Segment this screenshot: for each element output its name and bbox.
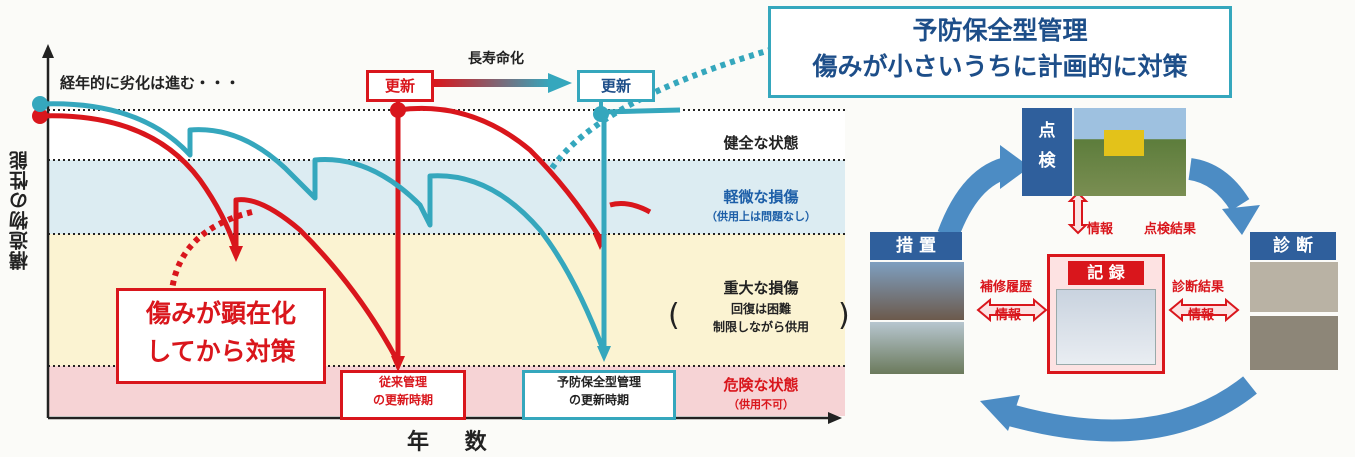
callout-line1: 予防保全型管理 — [912, 16, 1088, 45]
conventional-start — [32, 108, 48, 124]
repair-history-label: 補修履歴 — [980, 280, 1033, 295]
info-arrow-right — [1168, 297, 1240, 323]
renew-preventive-label: 更新 — [577, 70, 655, 102]
x-axis-label: 年 数 — [407, 430, 501, 455]
renew-conventional-label: 更新 — [366, 70, 434, 102]
longevity-arrow — [434, 79, 550, 87]
info-top-label: 情報 — [1087, 222, 1114, 237]
reactive-line1: 傷みが顕在化 — [145, 299, 296, 328]
zone-major-bracket-left: ( — [668, 298, 680, 333]
info-arrow-top — [1067, 191, 1089, 235]
diagnosis-result-label: 診断結果 — [1172, 280, 1225, 295]
zone-danger-label: 危険な状態 — [723, 376, 799, 394]
zone-danger-sub: （供用不可） — [728, 398, 794, 411]
info-right-label: 情報 — [1188, 308, 1215, 323]
inspection-box: 点 検 — [1022, 108, 1072, 196]
info-arrow-left — [976, 297, 1048, 323]
reactive-line2: してから対策 — [146, 337, 296, 366]
deterioration-note: 経年的に劣化は進む・・・ — [60, 74, 241, 92]
record-label: 記 録 — [1068, 261, 1144, 285]
measures-label: 措 置 — [870, 232, 962, 260]
diagnosis-photo-2 — [1250, 316, 1338, 370]
record-box: 記 録 — [1047, 254, 1165, 374]
conventional-line1: 従来管理 — [378, 375, 427, 389]
zone-minor-bg — [48, 160, 845, 234]
info-left-label: 情報 — [995, 308, 1022, 323]
longevity-label: 長寿命化 — [468, 51, 524, 67]
zone-major-bracket-right: ) — [838, 298, 850, 333]
inspection-result-label: 点検結果 — [1144, 222, 1197, 237]
callout-line2: 傷みが小さいうちに計画的に対策 — [812, 52, 1188, 81]
zone-major-label: 重大な損傷 — [723, 279, 799, 297]
preventive-curve — [39, 101, 681, 353]
diagnosis-label: 診 断 — [1250, 232, 1336, 260]
preventive-callout: 予防保全型管理 傷みが小さいうちに計画的に対策 — [768, 6, 1232, 98]
measures-photo-1 — [870, 262, 964, 320]
zone-minor-sub: （供用上は問題なし） — [706, 210, 816, 223]
reactive-pointer — [169, 209, 253, 291]
y-axis-label: 構造物の性能 — [9, 150, 31, 270]
y-axis-arrow — [42, 44, 54, 58]
maintenance-cycle — [937, 145, 1260, 442]
preventive-start — [32, 96, 48, 112]
preventive-pointer — [549, 47, 771, 170]
zone-sound-bg — [48, 110, 845, 160]
cycle-arrow-top-right — [1188, 158, 1250, 212]
reactive-callout: 傷みが顕在化 してから対策 — [116, 288, 326, 384]
record-photo — [1056, 289, 1156, 365]
preventive-renewal-box: 予防保全型管理 の更新時期 — [522, 370, 676, 420]
zone-minor-label: 軽微な損傷 — [723, 188, 799, 206]
conventional-renewal-box: 従来管理 の更新時期 — [340, 370, 466, 420]
cycle-arrow-bottom — [1007, 376, 1257, 442]
zone-major-sub1: 回復は困難 — [730, 302, 791, 316]
measures-photo-2 — [870, 322, 964, 374]
inspection-photo — [1074, 108, 1186, 196]
x-axis-arrow — [828, 412, 842, 424]
inspection-label-1: 点 — [1038, 121, 1056, 141]
zone-major-sub2: 制限しながら供用 — [712, 320, 809, 334]
zone-sound-label: 健全な状態 — [723, 134, 799, 152]
diagnosis-photo-1 — [1250, 262, 1338, 312]
preventive-line1: 予防保全型管理 — [556, 375, 641, 389]
preventive-line2: の更新時期 — [568, 393, 629, 407]
inspection-label-2: 検 — [1038, 151, 1056, 171]
conventional-line2: の更新時期 — [372, 393, 433, 407]
